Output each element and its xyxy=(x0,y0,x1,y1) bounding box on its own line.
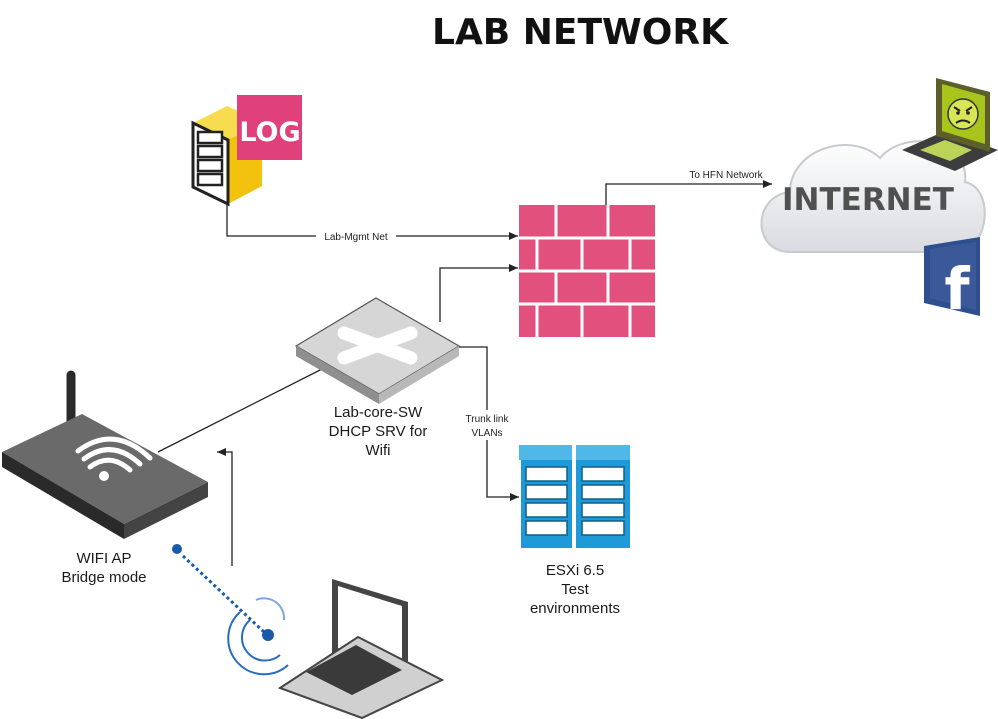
esxi-label-line3: environments xyxy=(529,599,621,617)
esxi-label-line2: Test xyxy=(561,580,589,598)
core-switch-label-line2: DHCP SRV for xyxy=(328,422,428,440)
hfn-link xyxy=(605,180,772,205)
facebook-glyph: f xyxy=(944,255,970,323)
trunk-link-label-line1: Trunk link xyxy=(466,414,510,425)
esxi-server-left xyxy=(519,445,572,548)
esxi-servers-icon xyxy=(519,445,630,548)
connections xyxy=(157,180,772,566)
wifi-signal-icon xyxy=(172,544,289,676)
log-badge xyxy=(237,95,302,160)
trunk-link-label-line2: VLANs xyxy=(471,428,502,439)
log-badge-text: LOG xyxy=(239,117,300,148)
esxi-label: ESXi 6.5 Test environments xyxy=(515,562,635,618)
wifi-ap-label-line1: WIFI AP xyxy=(76,550,132,567)
mgmt-link xyxy=(226,203,518,240)
internet-label: INTERNET xyxy=(782,182,954,218)
switch-to-firewall-link xyxy=(439,264,518,322)
core-switch-icon xyxy=(294,297,461,404)
firewall-icon xyxy=(519,205,655,337)
ap-to-switch-link xyxy=(157,365,329,453)
core-switch-label: Lab-core-SW DHCP SRV for Wifi xyxy=(318,404,438,460)
facebook-icon: f xyxy=(924,237,980,323)
esxi-server-right xyxy=(576,445,630,548)
hfn-link-label: To HFN Network xyxy=(689,170,763,181)
hacker-laptop-icon xyxy=(902,78,998,171)
client-laptop-icon xyxy=(277,579,445,719)
diagram-title: LAB NETWORK xyxy=(432,12,728,53)
internet-cloud-icon: INTERNET xyxy=(760,140,986,253)
laptop-to-ap-link xyxy=(217,448,233,566)
core-switch-label-line3: Wifi xyxy=(365,441,391,459)
wifi-ap-label-line2: Bridge mode xyxy=(61,568,147,586)
mgmt-link-label: Lab-Mgmt Net xyxy=(324,232,388,243)
log-server-icon: LOG xyxy=(191,95,302,207)
wifi-ap-label: WIFI AP Bridge mode xyxy=(44,550,164,588)
wifi-ap-icon xyxy=(2,370,208,539)
esxi-label-line1: ESXi 6.5 xyxy=(545,562,605,579)
core-switch-label-line1: Lab-core-SW xyxy=(333,404,423,421)
